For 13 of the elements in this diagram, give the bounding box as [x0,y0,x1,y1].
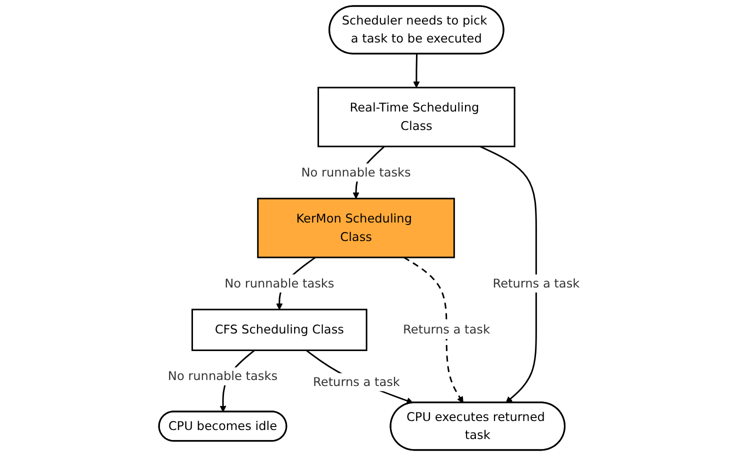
node-box: KerMon Scheduling Class [256,198,455,258]
edge-label: No runnable tasks [224,276,334,290]
arrow [305,350,413,404]
arrow [403,256,464,404]
node-box: CFS Scheduling Class [191,308,367,352]
arrow [479,146,537,404]
edge-label: Returns a task [402,322,490,337]
edge-label: No runnable tasks [300,164,411,180]
node-box: Real-Time Scheduling Class [317,86,515,148]
arrow [412,54,420,88]
edge-label: No runnable tasks [168,368,278,384]
edge-label: Returns a task [312,374,400,389]
edge-label: Returns a task [492,276,580,290]
